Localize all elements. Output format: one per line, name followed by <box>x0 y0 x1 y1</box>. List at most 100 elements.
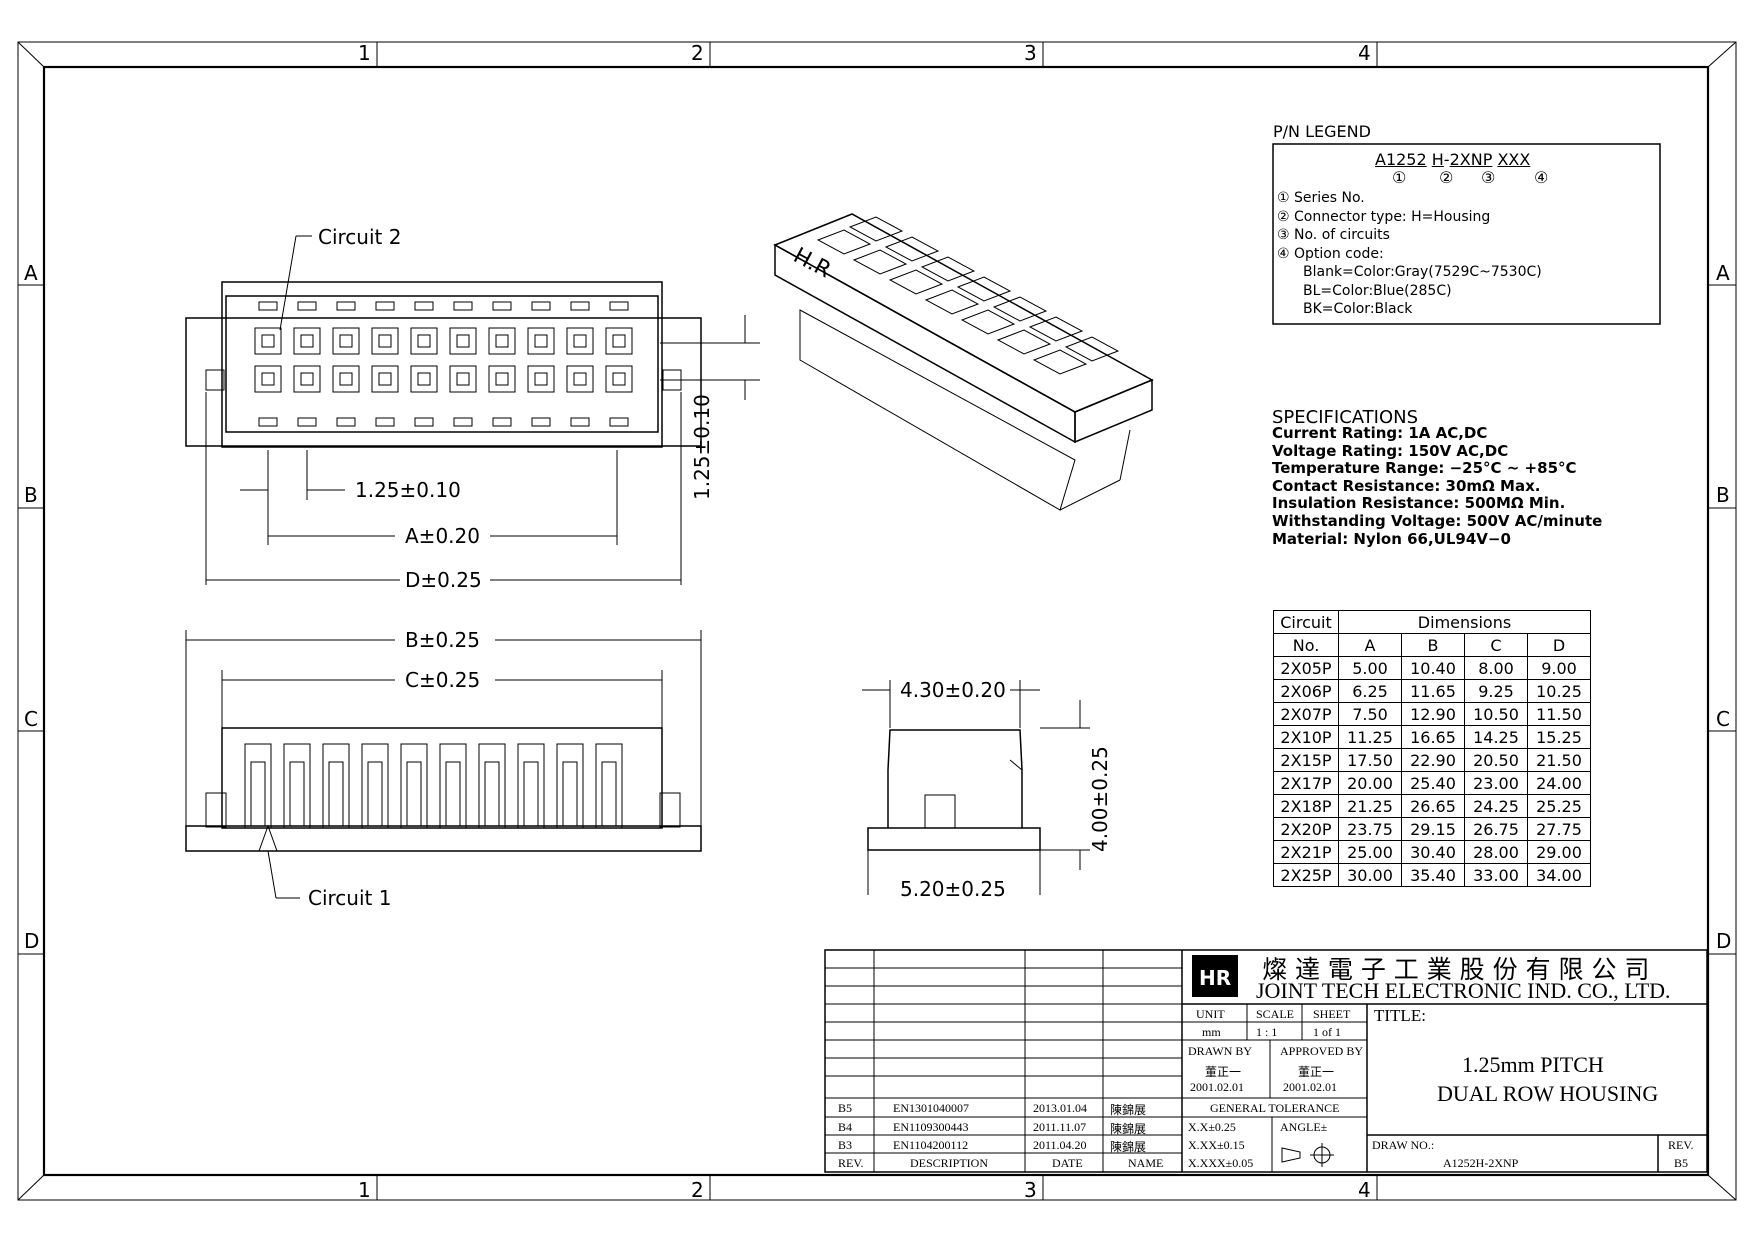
row-label-right: A <box>1716 261 1730 285</box>
revision-cell: 2011.04.20 <box>1033 1138 1087 1152</box>
cavity-key <box>453 417 473 427</box>
contact-cavity <box>254 327 282 355</box>
row-pitch-dimension: 1.25±0.10 <box>690 394 714 500</box>
row-label-right: C <box>1716 707 1730 731</box>
contact-cavity <box>449 327 477 355</box>
circuit-cell: 2X07P <box>1273 702 1339 726</box>
iso-cavity <box>996 329 1052 355</box>
dimension-cell: 12.90 <box>1401 702 1465 726</box>
row-label-right: B <box>1716 483 1730 507</box>
dimension-cell: 7.50 <box>1338 702 1402 726</box>
a-dimension: A±0.20 <box>405 524 480 548</box>
circuit-cell: 2X06P <box>1273 679 1339 703</box>
terminal-inner <box>562 761 578 827</box>
terminal-inner <box>406 761 422 827</box>
col-label-top: 4 <box>1358 41 1371 65</box>
terminal-slot <box>595 743 623 829</box>
dimension-cell: 27.75 <box>1527 817 1591 841</box>
cavity-inner <box>495 372 509 386</box>
terminal-slot <box>556 743 584 829</box>
tolerance-3: X.XXX±0.05 <box>1188 1156 1254 1170</box>
drawing-title-line1: 1.25mm PITCH <box>1462 1052 1604 1077</box>
pn-legend-lines: ① Series No. ② Connector type: H=Housing… <box>1277 189 1542 319</box>
cavity-inner <box>378 334 392 348</box>
cavity-key <box>492 417 512 427</box>
contact-cavity <box>566 365 594 393</box>
dimension-cell: 24.00 <box>1527 771 1591 795</box>
revision-cell: 陳錦展 <box>1110 1103 1147 1117</box>
terminal-slot <box>400 743 428 829</box>
drawn-by-label: DRAWN BY <box>1188 1044 1253 1058</box>
cavity-key <box>453 301 473 311</box>
dimension-cell: 15.25 <box>1527 725 1591 749</box>
draw-no-value: A1252H-2XNP <box>1443 1156 1519 1170</box>
col-label-top: 2 <box>691 41 704 65</box>
header-circuit: Circuit <box>1273 610 1339 634</box>
rev-label: REV. <box>1668 1138 1694 1152</box>
side-height-dimension: 4.00±0.25 <box>1088 746 1112 852</box>
dimension-cell: 11.25 <box>1338 725 1402 749</box>
col-label-bottom: 3 <box>1024 1178 1037 1202</box>
iso-cavity <box>816 229 872 255</box>
cavity-key <box>336 301 356 311</box>
contact-cavity <box>527 365 555 393</box>
dimension-cell: 29.15 <box>1401 817 1465 841</box>
pn-part-option: XXX <box>1497 150 1531 169</box>
pn-part-dash: - <box>1443 150 1450 169</box>
terminal-inner <box>289 761 305 827</box>
dimension-cell: 24.25 <box>1464 794 1528 818</box>
pn-marker-1: ① <box>1392 168 1407 187</box>
circuit-cell: 2X10P <box>1273 725 1339 749</box>
c-dimension: C±0.25 <box>405 668 481 692</box>
general-tolerance-label: GENERAL TOLERANCE <box>1210 1101 1340 1115</box>
cavity-key <box>414 301 434 311</box>
legend-line: BK=Color:Black <box>1303 301 1413 317</box>
dimension-cell: 20.00 <box>1338 771 1402 795</box>
sheet-label: SHEET <box>1313 1007 1351 1021</box>
dimension-cell: 9.25 <box>1464 679 1528 703</box>
iso-cavity <box>1064 336 1120 362</box>
dimension-cell: 16.65 <box>1401 725 1465 749</box>
company-logo <box>1192 955 1238 997</box>
spec-line: Temperature Range: −25°C ~ +85°C <box>1272 459 1577 478</box>
header-col: D <box>1527 633 1591 657</box>
terminal-slot <box>517 743 545 829</box>
row-label-left: D <box>24 929 39 953</box>
spec-line: Current Rating: 1A AC,DC <box>1272 424 1488 442</box>
cavity-inner <box>417 372 431 386</box>
cavity-key <box>531 301 551 311</box>
contact-cavity <box>410 365 438 393</box>
dimension-cell: 33.00 <box>1464 863 1528 887</box>
terminal-slot <box>361 743 389 829</box>
pn-marker-3: ③ <box>1481 168 1496 187</box>
approved-by-label: APPROVED BY <box>1280 1044 1364 1058</box>
legend-line: BL=Color:Blue(285C) <box>1303 282 1452 299</box>
circuit-cell: 2X17P <box>1273 771 1339 795</box>
front-view <box>185 630 702 899</box>
dimension-cell: 17.50 <box>1338 748 1402 772</box>
spec-line: Withstanding Voltage: 500V AC/minute <box>1272 511 1603 530</box>
dimension-cell: 25.40 <box>1401 771 1465 795</box>
revision-cell: 2011.11.07 <box>1033 1120 1087 1134</box>
angle-label: ANGLE± <box>1280 1120 1328 1134</box>
rev-header: REV. <box>838 1156 864 1170</box>
pn-part-series: A1252 <box>1375 150 1427 169</box>
terminal-inner <box>328 761 344 827</box>
pn-part-circuits: 2XNP <box>1449 150 1493 169</box>
cavity-key <box>258 301 278 311</box>
legend-line: ① Series No. <box>1277 190 1365 206</box>
row-label-left: A <box>24 261 38 285</box>
pn-marker-2: ② <box>1439 168 1454 187</box>
dimension-cell: 8.00 <box>1464 656 1528 680</box>
d-dimension: D±0.25 <box>405 568 482 592</box>
cavity-key <box>570 417 590 427</box>
revision-cell: EN1301040007 <box>893 1101 969 1115</box>
row-label-right: D <box>1716 929 1731 953</box>
dimension-cell: 26.75 <box>1464 817 1528 841</box>
side-view <box>862 680 1090 895</box>
